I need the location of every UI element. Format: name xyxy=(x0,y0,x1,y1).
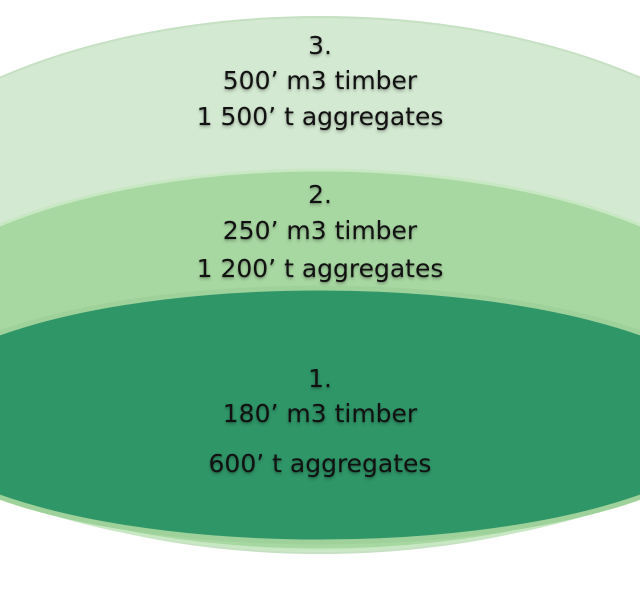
level-1-ellipse xyxy=(0,285,640,545)
level-2-number: 2. xyxy=(308,180,332,209)
level-1-aggregates: 600’ t aggregates xyxy=(208,449,432,478)
level-3-number: 3. xyxy=(308,31,332,60)
level-1-number: 1. xyxy=(308,364,332,393)
level-2-timber: 250’ m3 timber xyxy=(222,216,418,245)
level-3-aggregates: 1 500’ t aggregates xyxy=(196,102,444,131)
level-3-timber: 500’ m3 timber xyxy=(222,66,418,95)
level-2-aggregates: 1 200’ t aggregates xyxy=(196,254,444,283)
level-1-timber: 180’ m3 timber xyxy=(222,399,418,428)
